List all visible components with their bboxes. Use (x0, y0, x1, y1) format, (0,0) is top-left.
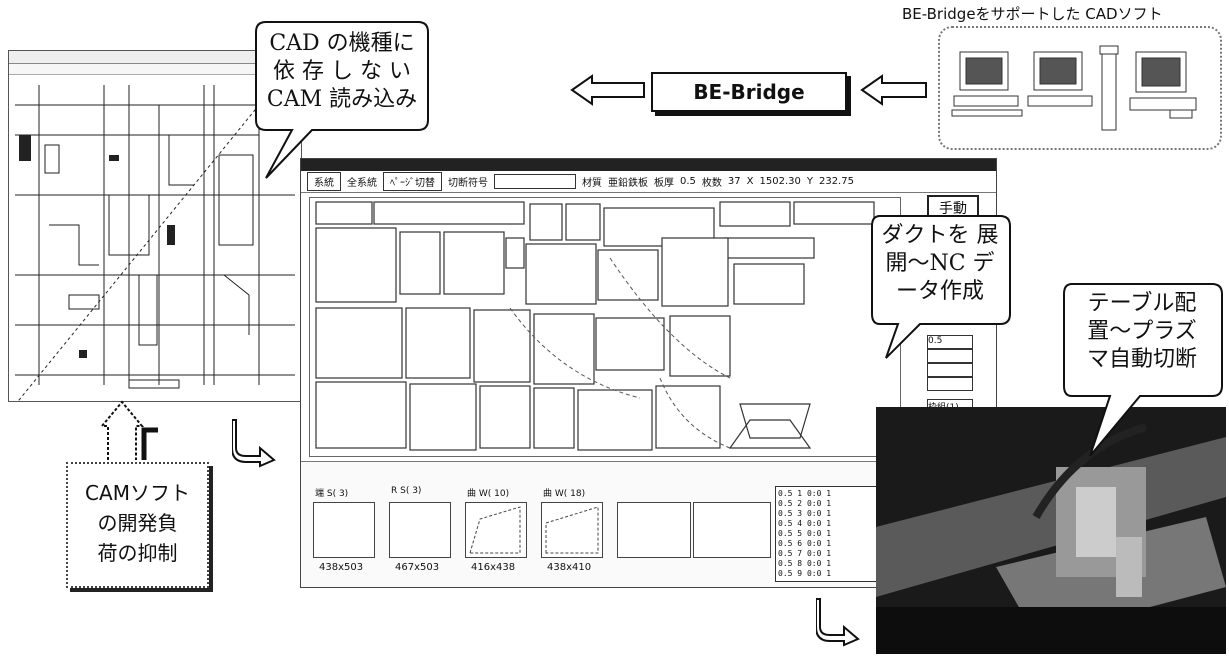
callout-line: CAD の機種に (269, 31, 415, 56)
tool-slots[interactable] (494, 174, 576, 189)
callout-line: 依 存 し な い (273, 59, 411, 84)
cad-software-group (938, 26, 1222, 150)
cut-list[interactable]: 0.5 1 0:0 1 0.5 2 0:0 1 0.5 3 0:0 1 0.5 … (775, 486, 885, 582)
plasma-machine-image (876, 407, 1226, 654)
list-item: 0.5 6 0:0 1 (778, 539, 832, 548)
thumbnail-size: 467x503 (395, 562, 440, 573)
list-item: 0.5 9 0:0 1 (778, 569, 832, 578)
part-thumbnail[interactable] (313, 502, 375, 558)
cad-software-title: BE-Bridgeをサポートした CADソフト (902, 5, 1163, 23)
table-callout: テーブル配 置～プラズ マ自動切断 (1064, 290, 1220, 374)
x-label: X (746, 176, 754, 187)
cam-read-callout: CAD の機種に 依 存 し な い CAM 読み込み (256, 30, 428, 114)
cad-menu-bar (9, 51, 301, 64)
count-value: 37 (727, 176, 741, 187)
callout-line: 荷の抑制 (97, 541, 178, 565)
thumbnail-label: 曲 W( 10) (467, 489, 510, 499)
cam-read-callout-bubble (255, 21, 429, 179)
nested-parts-drawing (315, 201, 875, 451)
callout-line: の開発負 (97, 511, 178, 535)
callout-line: ダクトを 展 (881, 223, 999, 248)
y-label: Y (806, 176, 813, 187)
y-value: 232.75 (818, 176, 854, 187)
material-label: 材質 (582, 178, 602, 189)
list-item: 0.5 3 0:0 1 (778, 509, 832, 518)
thickness-value: 0.5 (680, 176, 696, 187)
arrow-up-icon (100, 400, 158, 460)
thumbnail-label: 端 S( 3) (315, 489, 349, 499)
part-shape (545, 506, 599, 554)
turn-arrow-icon (816, 598, 860, 647)
all-systems-label[interactable]: 全系統 (347, 178, 377, 189)
callout-line: CAM 読み込み (266, 87, 418, 112)
x-value: 1502.30 (759, 176, 801, 187)
thumbnail-size: 416x438 (471, 562, 516, 573)
thumbnail-label: R S( 3) (391, 486, 422, 496)
side-slot[interactable] (927, 349, 973, 363)
thumbnail-size: 438x410 (547, 562, 592, 573)
cad-screenshot (8, 50, 302, 402)
thickness-label: 板厚 (654, 178, 674, 189)
duct-callout-bubble (871, 215, 1011, 359)
part-thumbnail[interactable] (389, 502, 451, 558)
cut-code-label[interactable]: 切断符号 (448, 178, 488, 189)
list-item: 0.5 4 0:0 1 (778, 519, 832, 528)
arrow-left-icon (860, 74, 927, 106)
material-value: 亜鉛鉄板 (608, 178, 648, 189)
list-item: 0.5 7 0:0 1 (778, 549, 832, 558)
list-item: 0.5 2 0:0 1 (778, 499, 832, 508)
system-button[interactable]: 系統 (307, 172, 341, 191)
computer-icons (951, 45, 1197, 131)
callout-line: CAMソフト (85, 481, 190, 505)
callout-line: ータ作成 (895, 279, 984, 304)
cad-tool-bar (9, 64, 301, 75)
part-shape (469, 506, 521, 554)
be-bridge-box: BE-Bridge (651, 72, 847, 112)
cam-title-bar (301, 159, 996, 171)
list-item: 0.5 8 0:0 1 (778, 559, 832, 568)
count-label: 枚数 (701, 178, 722, 189)
nesting-sheet (309, 197, 901, 457)
callout-line: 置～プラズ (1087, 319, 1197, 344)
part-thumbnail[interactable] (693, 502, 771, 558)
part-thumbnail[interactable] (465, 502, 527, 558)
page-switch-button[interactable]: ﾍﾟｰｼﾞ切替 (383, 172, 442, 191)
cam-software-box: CAMソフト の開発負 荷の抑制 (66, 462, 209, 588)
list-item: 0.5 5 0:0 1 (778, 529, 832, 538)
side-slot[interactable] (927, 363, 973, 377)
thumbnail-size: 438x503 (319, 562, 364, 573)
side-value[interactable]: 0.5 (927, 335, 973, 349)
callout-line: テーブル配 (1087, 291, 1197, 316)
plasma-cutter-photo (876, 407, 1226, 654)
turn-arrow-icon (232, 419, 276, 468)
callout-line: マ自動切断 (1086, 347, 1197, 372)
callout-line: 開～NC デ (885, 251, 995, 276)
list-item: 0.5 1 0:0 1 (778, 489, 832, 498)
part-thumbnail[interactable] (617, 502, 691, 558)
duct-callout: ダクトを 展 開～NC デ ータ作成 (872, 222, 1008, 306)
side-panel: 0.5 枠組(1) (927, 335, 975, 413)
side-slot[interactable] (927, 377, 973, 391)
cam-toolbar: 系統 全系統 ﾍﾟｰｼﾞ切替 切断符号 材質 亜鉛鉄板 板厚 0.5 枚数 37… (301, 171, 996, 193)
table-callout-bubble (1063, 283, 1223, 457)
arrow-left-icon (570, 74, 645, 106)
thumbnail-label: 曲 W( 18) (543, 489, 586, 499)
part-thumbnail[interactable] (541, 502, 603, 558)
cad-floorplan-drawing (15, 85, 295, 401)
